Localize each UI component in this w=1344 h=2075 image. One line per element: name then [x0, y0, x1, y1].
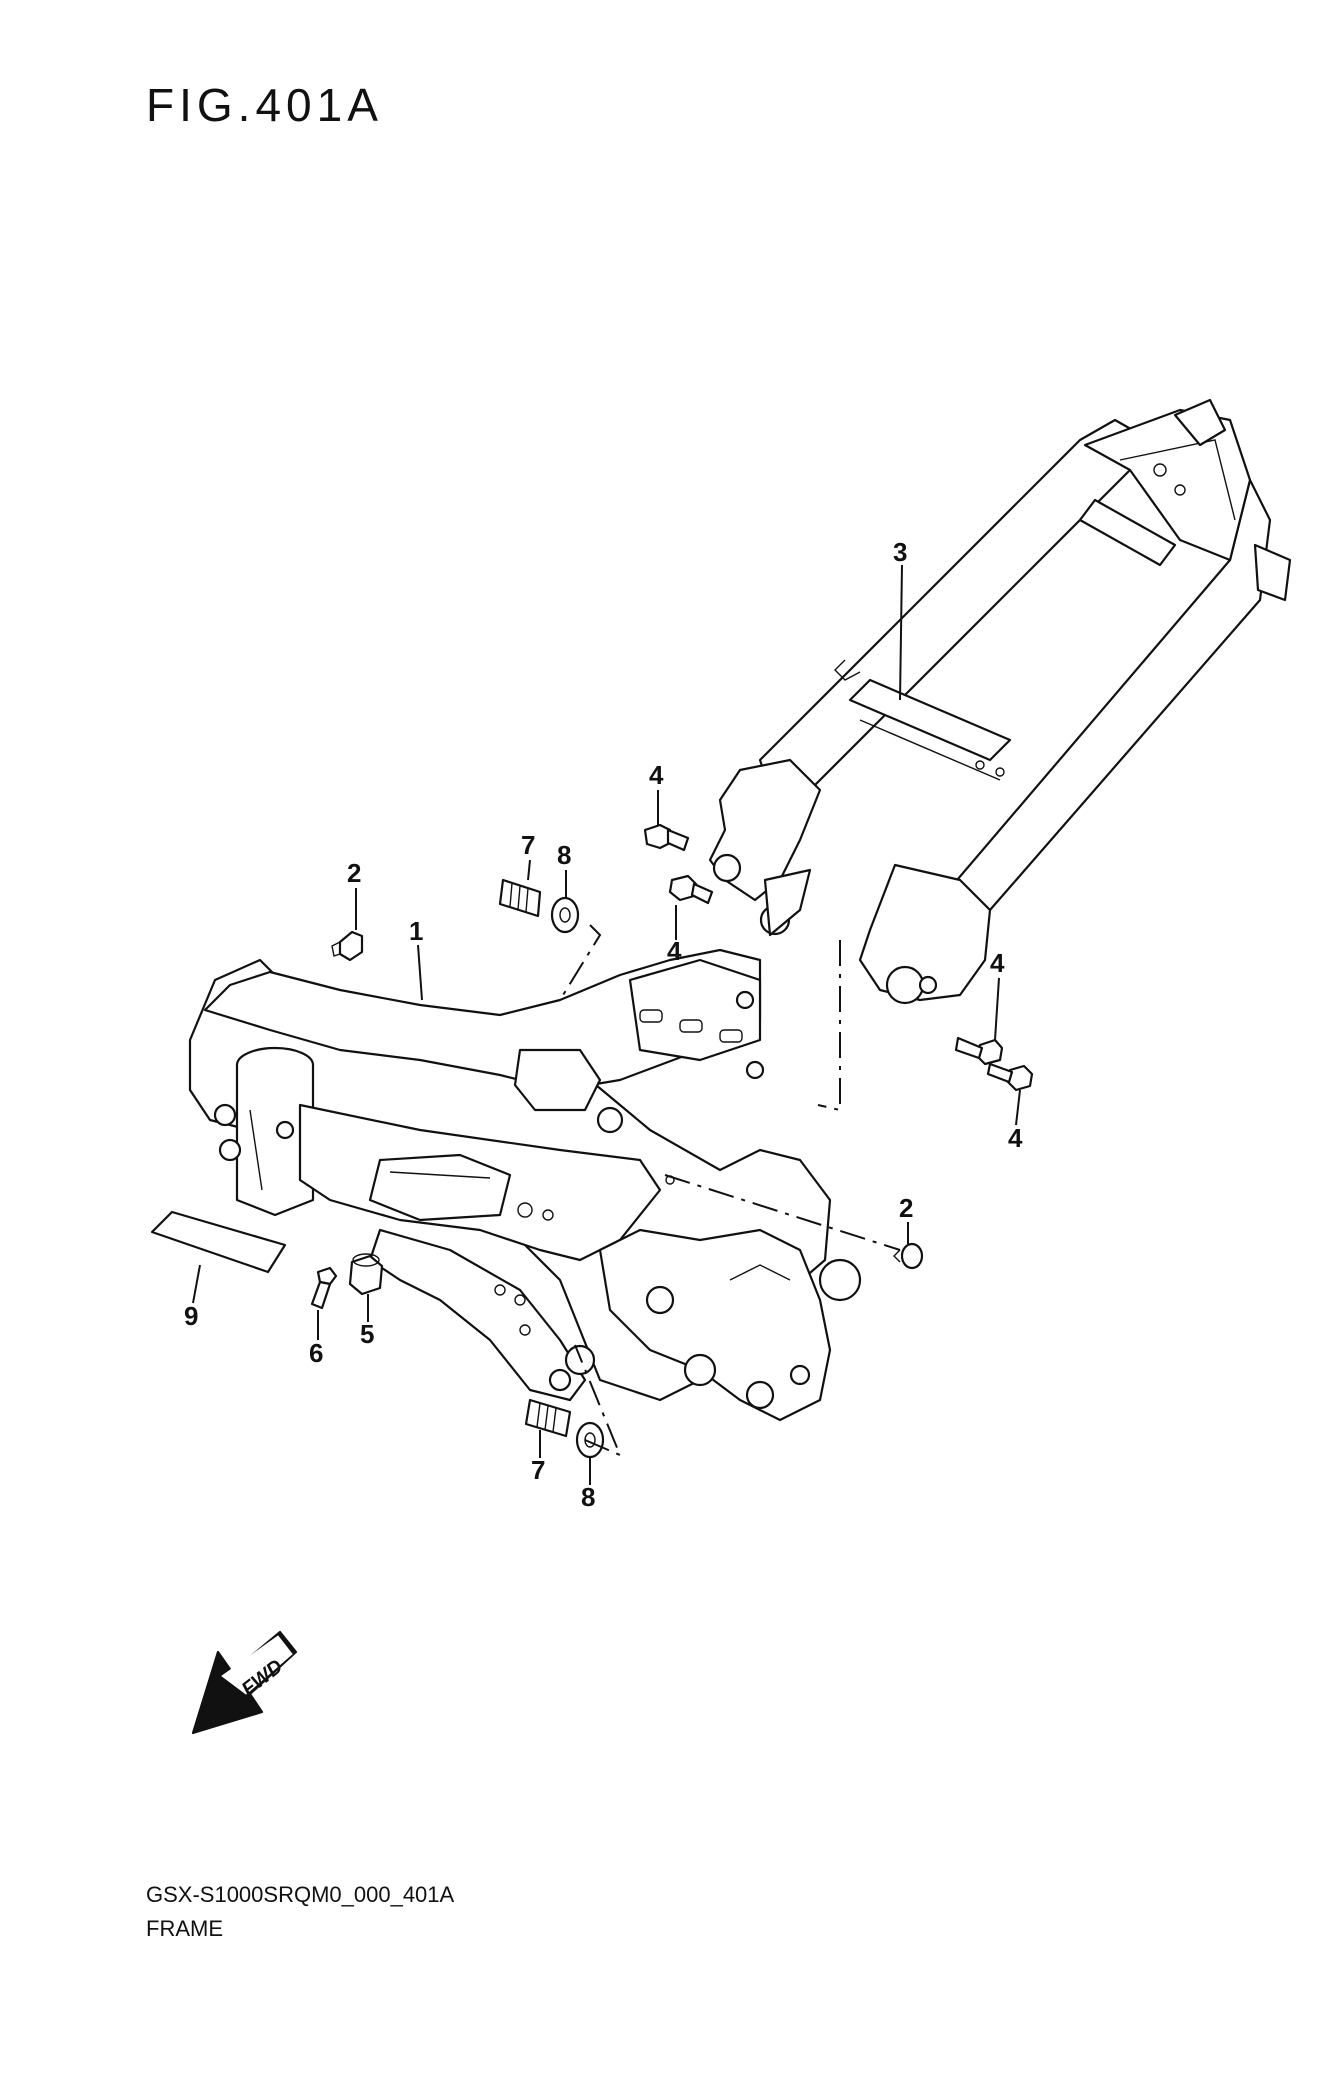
callout-4-c: 4 [990, 948, 1005, 978]
callout-4-a: 4 [649, 760, 664, 790]
callout-1: 1 [409, 916, 423, 946]
collar-part-5[interactable] [348, 1253, 384, 1296]
callout-2-upper: 2 [347, 858, 361, 888]
bolt-part-4-c[interactable] [954, 1036, 1004, 1066]
main-frame-part-1[interactable] [188, 948, 862, 1422]
callout-7-lower: 7 [531, 1455, 545, 1485]
adjuster-part-7-lower[interactable] [524, 1398, 572, 1438]
figure-title: FIG.401A [146, 79, 383, 131]
figure-name: FRAME [146, 1916, 223, 1941]
callout-4-b: 4 [667, 936, 682, 966]
callout-3: 3 [893, 537, 907, 567]
assembly-lines [559, 924, 901, 1457]
callout-6: 6 [309, 1338, 323, 1368]
callout-5: 5 [360, 1319, 374, 1349]
callout-7-upper: 7 [521, 830, 535, 860]
callout-9: 9 [184, 1301, 198, 1331]
nut-part-2-upper[interactable] [331, 930, 364, 962]
callout-8-upper: 8 [557, 840, 571, 870]
callout-leaders [192, 564, 1021, 1485]
figure-code: GSX-S1000SRQM0_000_401A [146, 1882, 455, 1907]
bolt-part-4-d[interactable] [986, 1062, 1034, 1092]
bolt-part-6[interactable] [310, 1266, 338, 1310]
washer-part-8-upper[interactable] [550, 896, 580, 934]
washer-part-8-lower[interactable] [575, 1421, 605, 1459]
callout-4-d: 4 [1008, 1123, 1023, 1153]
fwd-arrow-icon: FWD [191, 1630, 298, 1735]
bolt-part-4-a[interactable] [643, 823, 690, 852]
nut-part-2-lower[interactable] [893, 1242, 924, 1270]
callout-8-lower: 8 [581, 1482, 595, 1512]
label-part-9[interactable] [150, 1210, 287, 1274]
callout-numbers: 1 2 2 3 4 4 4 4 5 6 7 7 8 8 9 [184, 537, 1023, 1512]
adjuster-part-7-upper[interactable] [498, 878, 542, 918]
bolt-part-4-b[interactable] [668, 874, 714, 905]
seat-rail-part-3[interactable] [708, 398, 1292, 1005]
callout-2-lower: 2 [899, 1193, 913, 1223]
